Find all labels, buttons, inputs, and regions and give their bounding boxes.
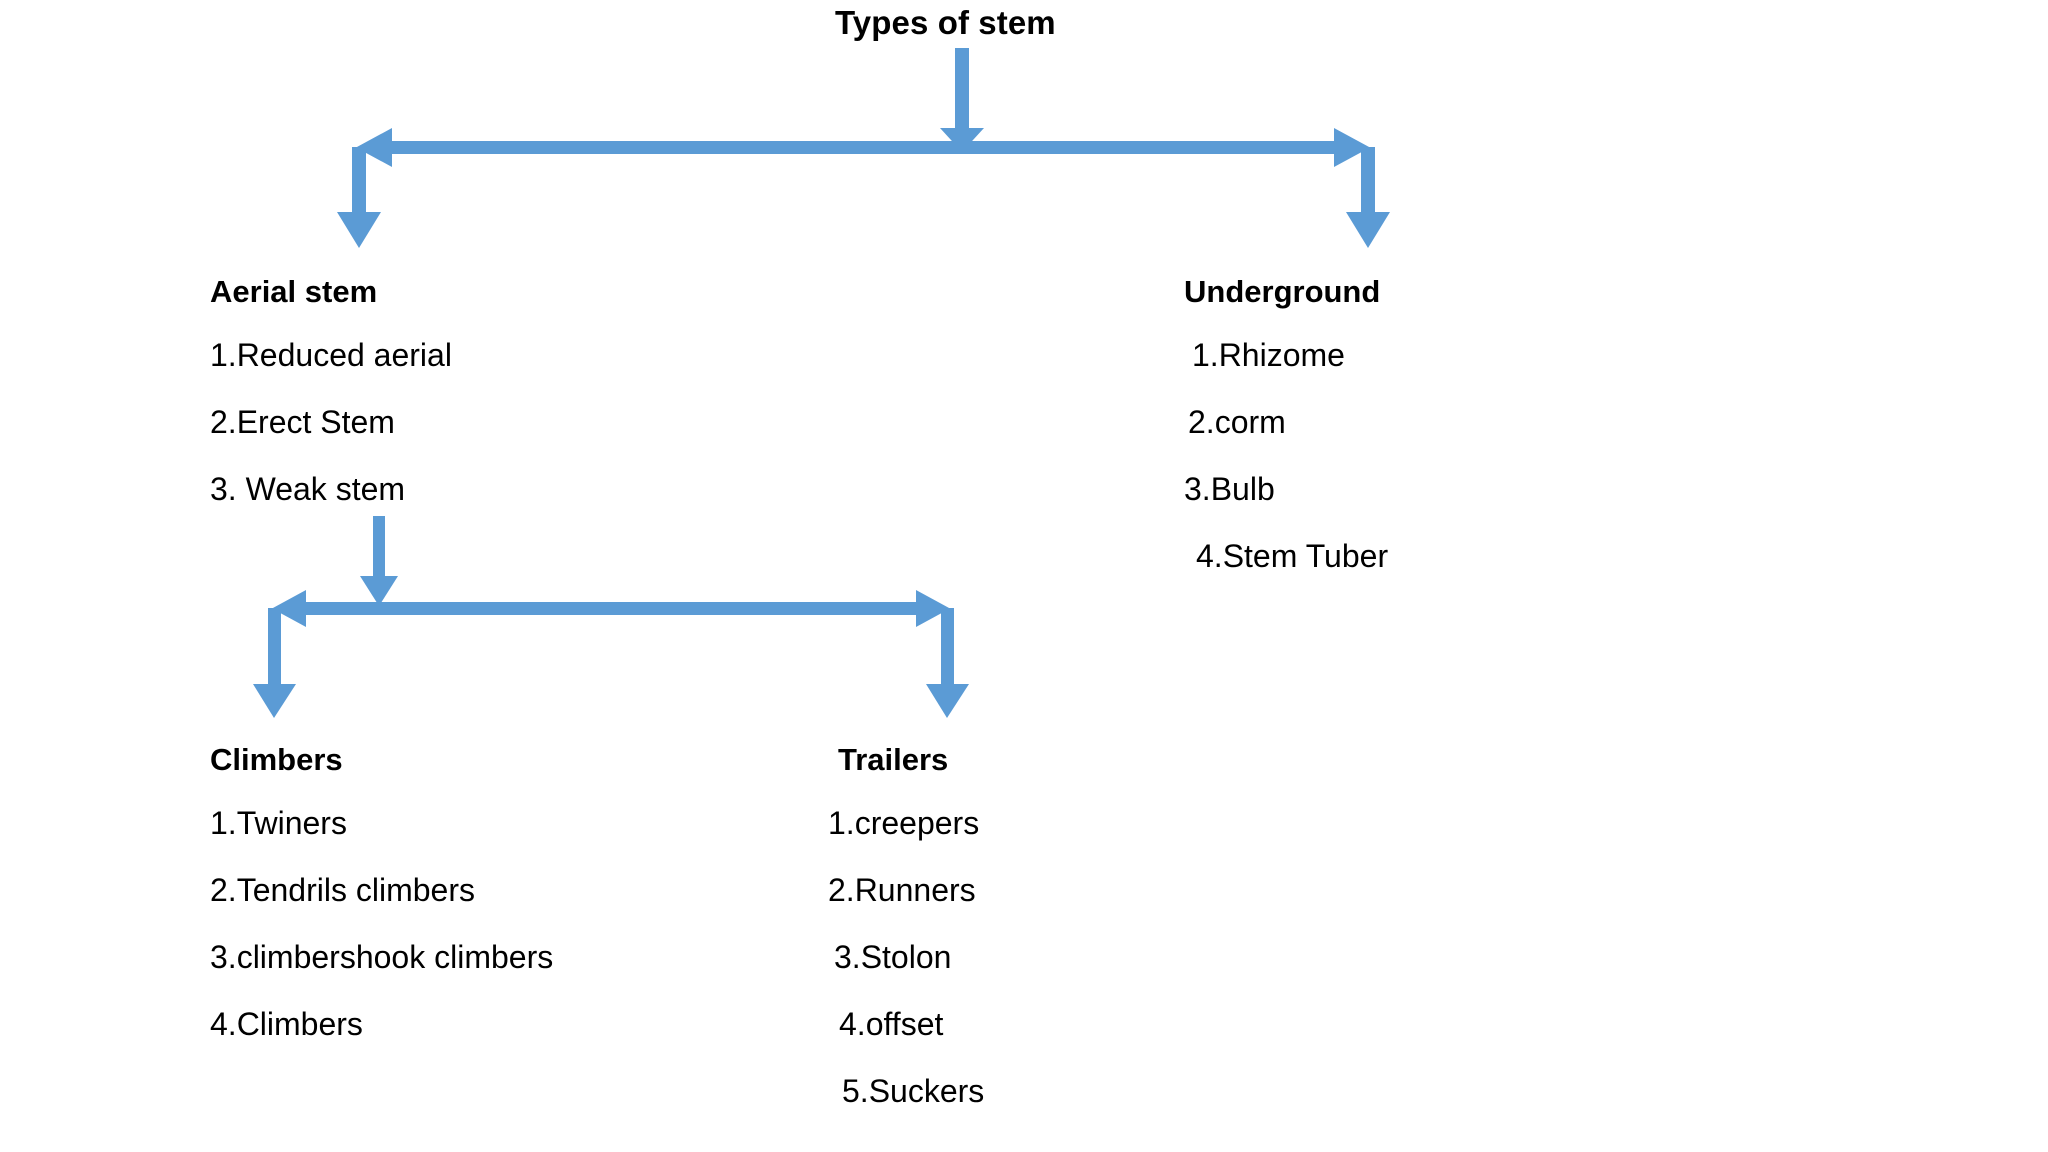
list-item: 4.offset bbox=[839, 1006, 944, 1042]
list-item: 4.Stem Tuber bbox=[1196, 538, 1389, 574]
list-item: 5.Suckers bbox=[842, 1073, 985, 1109]
node-underground-heading: Underground bbox=[1184, 274, 1381, 309]
list-item: 3.Bulb bbox=[1184, 471, 1275, 507]
list-item: 3.Stolon bbox=[834, 939, 952, 975]
node-aerial-stem-list: 1.Reduced aerial 2.Erect Stem 3. Weak st… bbox=[210, 322, 452, 523]
list-item: 4.Climbers bbox=[210, 1006, 363, 1042]
node-underground: Underground 1.Rhizome 2.corm 3.Bulb 4.St… bbox=[1184, 272, 1388, 590]
list-item: 2.Erect Stem bbox=[210, 404, 395, 440]
connector-split-to-trailers-icon bbox=[926, 608, 969, 718]
node-climbers-heading: Climbers bbox=[210, 742, 343, 777]
node-trailers: Trailers 1.creepers 2.Runners 3.Stolon 4… bbox=[828, 740, 984, 1125]
list-item: 2.Tendrils climbers bbox=[210, 872, 475, 908]
connector-split-to-climbers-icon bbox=[253, 608, 296, 718]
list-item: 2.Runners bbox=[828, 872, 976, 908]
node-aerial-stem-heading: Aerial stem bbox=[210, 274, 378, 309]
list-item: 1.Twiners bbox=[210, 805, 347, 841]
list-item: 1.Reduced aerial bbox=[210, 337, 452, 373]
connector-root-to-split-icon bbox=[940, 48, 984, 152]
list-item: 1.Rhizome bbox=[1192, 337, 1345, 373]
connector-split-to-underground-icon bbox=[1346, 147, 1390, 248]
connector-weakstem-to-split-icon bbox=[360, 516, 398, 606]
node-aerial-stem: Aerial stem 1.Reduced aerial 2.Erect Ste… bbox=[210, 272, 452, 523]
node-trailers-list: 1.creepers 2.Runners 3.Stolon 4.offset 5… bbox=[828, 790, 984, 1125]
node-climbers: Climbers 1.Twiners 2.Tendrils climbers 3… bbox=[210, 740, 553, 1058]
connector-split-to-aerial-icon bbox=[337, 147, 381, 248]
node-climbers-list: 1.Twiners 2.Tendrils climbers 3.climbers… bbox=[210, 790, 553, 1058]
connector-level2-split-bar-icon bbox=[272, 590, 950, 627]
list-item: 1.creepers bbox=[828, 805, 980, 841]
list-item: 2.corm bbox=[1188, 404, 1286, 440]
diagram-root-title: Types of stem bbox=[835, 4, 1056, 41]
node-trailers-heading: Trailers bbox=[838, 742, 949, 777]
list-item: 3.climbershook climbers bbox=[210, 939, 554, 975]
list-item: 3. Weak stem bbox=[210, 471, 406, 507]
node-underground-list: 1.Rhizome 2.corm 3.Bulb 4.Stem Tuber bbox=[1184, 322, 1388, 590]
connector-level1-split-bar-icon bbox=[356, 128, 1370, 167]
